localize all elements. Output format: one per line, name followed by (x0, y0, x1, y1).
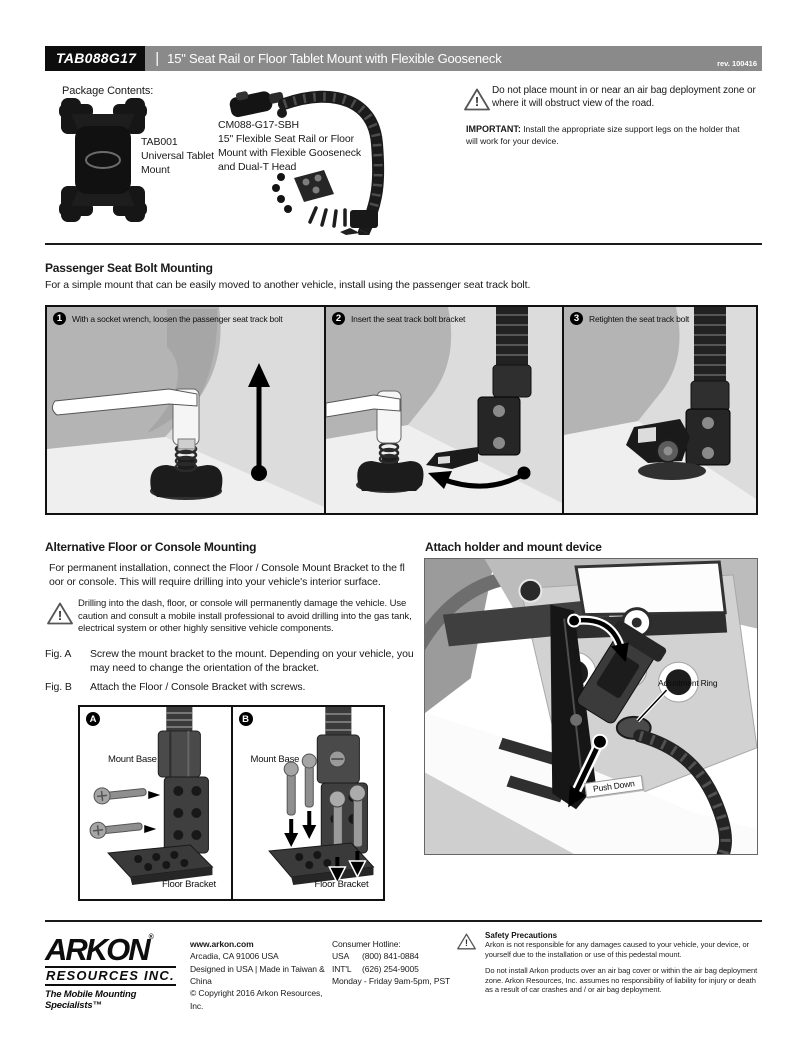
arkon-logo-name: ARKON® (45, 932, 154, 967)
step2-number-badge: 2 (332, 312, 345, 325)
step3-number-badge: 3 (570, 312, 583, 325)
footer-contact: www.arkon.com Arcadia, CA 91006 USA Desi… (190, 938, 332, 1012)
step2-panel: 2 Insert the seat track bolt bracket (324, 307, 562, 513)
attach-figure: Adjustment Ring Push Down (424, 558, 758, 855)
safety-heading: Safety Precautions (485, 931, 558, 940)
fig-b-illustration (267, 707, 374, 885)
registered-mark: ® (148, 934, 154, 941)
alt-mounting-heading: Alternative Floor or Console Mounting (45, 540, 257, 554)
fig-b-ref: Fig. B (45, 681, 72, 693)
fig-b-mount-base-label: Mount Base (250, 754, 300, 765)
svg-text:!: ! (475, 94, 479, 109)
fig-a-text: Screw the mount bracket to the mount. De… (90, 648, 414, 674)
product-title: 15" Seat Rail or Floor Tablet Mount with… (167, 51, 502, 66)
safety-warning-triangle-icon: ! (457, 933, 476, 950)
safety-paragraph-2: Do not install Arkon products over an ai… (485, 966, 758, 995)
section-divider-bottom (45, 920, 762, 922)
footer-website[interactable]: www.arkon.com (190, 939, 254, 949)
footer-copyright: © Copyright 2016 Arkon Resources, Inc. (190, 988, 323, 1011)
seat-mounting-intro: For a simple mount that can be easily mo… (45, 279, 531, 291)
arkon-logo-sub: RESOURCES INC. (45, 966, 176, 986)
fig-ab-container: A Mount Base Floor Bracket (78, 705, 385, 901)
hotline-intl: INT'L(626) 254-9005 (332, 963, 419, 974)
fig-a-mount-base-label: Mount Base (108, 754, 157, 765)
seat-mounting-heading: Passenger Seat Bolt Mounting (45, 261, 213, 275)
step3-panel: 3 Retighten the seat track bolt (562, 307, 756, 513)
footer-address: Arcadia, CA 91006 USA (190, 951, 279, 962)
header-bar: TAB088G17 | 15" Seat Rail or Floor Table… (45, 46, 762, 71)
arkon-logo-tagline: The Mobile Mounting Specialists™ (45, 989, 137, 1011)
cm088-label: CM088-G17-SBH 15" Flexible Seat Rail or … (218, 119, 362, 173)
safety-precautions: Safety Precautions Arkon is not responsi… (485, 931, 763, 995)
header-separator: | (155, 50, 160, 67)
important-text: Install the appropriate size support leg… (466, 124, 740, 146)
safety-paragraph-1: Arkon is not responsible for any damages… (485, 940, 750, 959)
step2-illustration (326, 307, 562, 513)
alt-mounting-intro: For permanent installation, connect the … (49, 562, 405, 588)
fig-b-floor-bracket-label: Floor Bracket (314, 879, 369, 890)
svg-text:!: ! (58, 608, 62, 623)
hotline-heading: Consumer Hotline: (332, 939, 401, 949)
fig-a-panel: A Mount Base Floor Bracket (80, 707, 231, 899)
revision-label: rev. 100416 (717, 59, 757, 68)
step1-label: With a socket wrench, loosen the passeng… (72, 314, 283, 324)
step1-panel: 1 With a socket wrench, loosen the passe… (47, 307, 324, 513)
step3-caption: 3 Retighten the seat track bolt (570, 312, 752, 325)
gooseneck-mount-illustration (229, 90, 385, 235)
attach-illustration (425, 559, 757, 854)
footer-hotline: Consumer Hotline: USA(800) 841-0884 INT'… (332, 938, 457, 987)
step2-caption: 2 Insert the seat track bolt bracket (332, 312, 558, 325)
section-divider-top (45, 243, 762, 245)
package-contents-heading: Package Contents: (62, 85, 154, 97)
airbag-warning-text: Do not place mount in or near an air bag… (492, 85, 756, 110)
step3-illustration (564, 307, 756, 513)
fig-a-ref: Fig. A (45, 648, 72, 660)
fig-b-text: Attach the Floor / Console Bracket with … (90, 681, 306, 693)
fig-b-badge: B (238, 712, 253, 726)
step1-illustration (47, 307, 324, 513)
hotline-usa: USA(800) 841-0884 (332, 951, 419, 962)
tab001-label: TAB001 Universal Tablet Mount (141, 136, 214, 176)
adjustment-ring-label: Adjustment Ring (658, 678, 718, 688)
warning-triangle-icon: ! (464, 88, 490, 111)
step2-label: Insert the seat track bolt bracket (351, 314, 466, 324)
drilling-warning-text: Drilling into the dash, floor, or consol… (78, 598, 412, 635)
important-label: IMPORTANT: (466, 124, 521, 134)
tablet-holder-illustration (59, 98, 147, 222)
fig-a-illustration (89, 707, 214, 885)
important-note: IMPORTANT: Install the appropriate size … (466, 124, 751, 147)
step1-caption: 1 With a socket wrench, loosen the passe… (53, 312, 320, 325)
fig-a-badge: A (86, 712, 100, 726)
fig-a-floor-bracket-label: Floor Bracket (162, 879, 216, 890)
svg-text:!: ! (465, 938, 468, 949)
hotline-hours: Monday - Friday 9am-5pm, PST (332, 975, 451, 986)
step3-label: Retighten the seat track bolt (589, 314, 690, 324)
arkon-logo: ARKON® RESOURCES INC. The Mobile Mountin… (45, 934, 195, 1011)
fig-b-panel: B Mount Base Floor Bracket (230, 707, 384, 899)
drilling-warning-triangle-icon: ! (47, 602, 73, 625)
footer-made-in: Designed in USA | Made in Taiwan & China (190, 963, 325, 986)
attach-heading: Attach holder and mount device (425, 540, 602, 554)
step1-number-badge: 1 (53, 312, 66, 325)
step-panels: 1 With a socket wrench, loosen the passe… (45, 305, 758, 515)
model-number: TAB088G17 (45, 46, 146, 71)
